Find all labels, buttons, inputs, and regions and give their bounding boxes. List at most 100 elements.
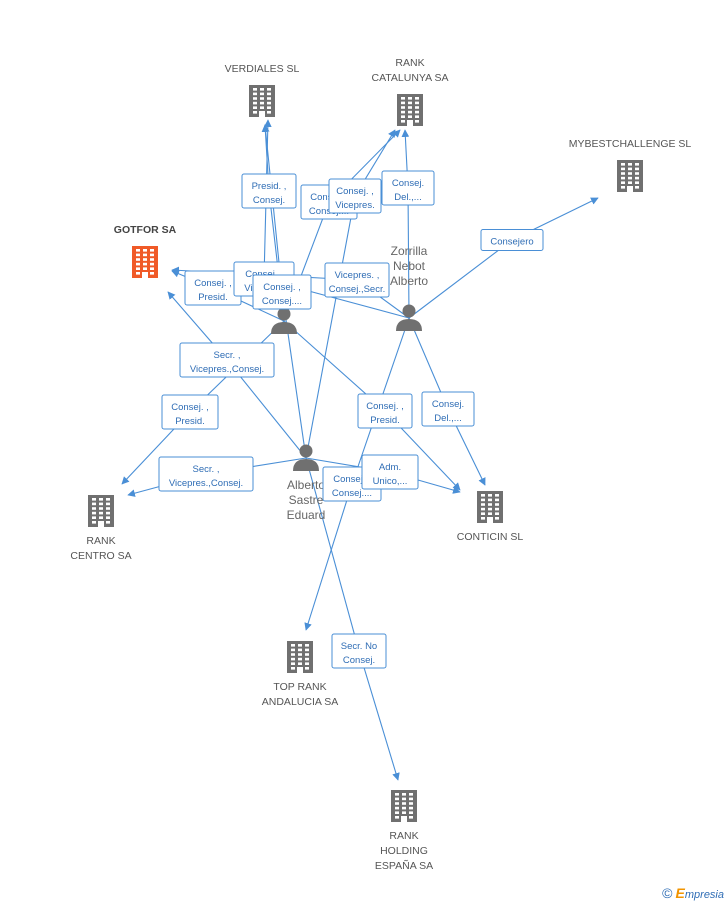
person-body (271, 322, 297, 334)
building-window (291, 648, 295, 652)
node-gotfor[interactable]: GOTFOR SA (114, 224, 177, 278)
building-window (298, 644, 302, 647)
building-door (259, 111, 265, 117)
building-window (136, 253, 140, 257)
edge-label-p3-rank_centro[interactable]: Secr. ,Vicepres.,Consej. (158, 456, 254, 492)
building-window (395, 802, 399, 805)
building-door (401, 816, 407, 822)
edge-label-text: Unico,... (373, 476, 408, 487)
building-window (495, 507, 499, 511)
building-window (635, 167, 639, 171)
building-window (136, 267, 140, 270)
building-window (260, 101, 264, 105)
building-window (92, 507, 96, 510)
node-verdiales[interactable]: VERDIALES SL (225, 63, 300, 117)
building-window (136, 262, 140, 266)
building-window (99, 516, 103, 519)
building-window (395, 816, 399, 819)
building-window (495, 498, 499, 502)
building-window (150, 267, 154, 270)
building-window (415, 120, 419, 123)
node-label: VERDIALES SL (225, 63, 300, 75)
edge-label-p2-gotfor[interactable]: Vicepres. , Consej.,Secr. (324, 262, 390, 298)
building-window (291, 653, 295, 656)
building-door (487, 517, 493, 523)
edge-label-p3-conticin[interactable]: Adm.Unico,... (361, 454, 419, 490)
empresia-watermark[interactable]: © Empresia (662, 885, 724, 901)
building-window (401, 120, 405, 123)
node-conticin[interactable]: CONTICIN SL (457, 491, 524, 543)
edge-labels-layer: Presid. ,Consej.Consej. ,Consej....Conse… (158, 170, 544, 669)
building-window (106, 516, 110, 519)
building-window (415, 97, 419, 100)
building-window (305, 662, 309, 665)
building-window (143, 253, 147, 257)
building-window (409, 816, 413, 819)
edge-label-text: Consejero (490, 237, 533, 248)
building-window (621, 172, 625, 175)
building-window (495, 494, 499, 497)
building-window (99, 511, 103, 515)
edge-label-text: Vicepres.,Consej. (190, 364, 264, 375)
building-window (628, 167, 632, 171)
building-window (99, 498, 103, 501)
edge-label-p1-gotfor[interactable]: Consej. ,Presid. (184, 270, 242, 306)
building-window (305, 657, 309, 661)
node-label: Alberto (287, 478, 325, 492)
building-window (253, 101, 257, 105)
edge-label-text: Consej.,Secr. (329, 284, 386, 295)
building-door (627, 186, 633, 192)
building-window (143, 249, 147, 252)
node-p1[interactable] (271, 307, 297, 335)
building-window (415, 106, 419, 109)
building-window (635, 172, 639, 175)
building-window (402, 811, 406, 814)
building-window (395, 797, 399, 801)
building-window (395, 811, 399, 814)
building-window (628, 181, 632, 184)
edge-label-p3-rank_catalunya[interactable]: Consej. ,Vicepres. (328, 178, 382, 214)
edge-label-p3-gotfor[interactable]: Secr. ,Vicepres.,Consej. (179, 342, 275, 378)
company-building-icon (287, 641, 313, 673)
company-building-icon (477, 491, 503, 523)
building-window (305, 644, 309, 647)
edge-label-box (179, 342, 275, 378)
edge-label-text: Vicepres. , (335, 270, 380, 281)
edge-label-box (421, 391, 475, 427)
building-window (401, 106, 405, 109)
edge-label-text: Consej. , (333, 474, 371, 485)
building-window (408, 106, 412, 109)
building-window (298, 653, 302, 656)
building-window (481, 517, 485, 520)
edge-label-p1-conticin[interactable]: Consej. ,Presid. (357, 393, 413, 429)
edge-label-p2-rank_catalunya[interactable]: Consej.Del.,... (381, 170, 435, 206)
building-window (635, 181, 639, 184)
edge-label-p1-rank_centro[interactable]: Consej. ,Presid. (161, 394, 219, 430)
building-window (143, 267, 147, 270)
person-icon (293, 444, 319, 471)
building-window (488, 503, 492, 506)
edge-label-p2-conticin[interactable]: Consej.Del.,... (421, 391, 475, 427)
node-label: MYBESTCHALLENGE SL (569, 138, 692, 150)
node-mybest[interactable]: MYBESTCHALLENGE SL (569, 138, 692, 192)
building-window (298, 657, 302, 661)
edge-label-p1-verdiales[interactable]: Presid. ,Consej. (241, 173, 297, 209)
building-window (481, 503, 485, 506)
node-label: HOLDING (380, 845, 428, 857)
edge-label-text: Del.,... (434, 413, 461, 424)
building-window (99, 502, 103, 506)
edge-label-text: Consej.... (332, 488, 372, 499)
edge-label-p2-mybest[interactable]: Consejero (480, 229, 544, 251)
edge-label-p3-verdiales[interactable]: Consej. ,Consej.... (252, 274, 312, 310)
edge-label-box (361, 454, 419, 490)
edge-label-text: Presid. (175, 416, 205, 427)
